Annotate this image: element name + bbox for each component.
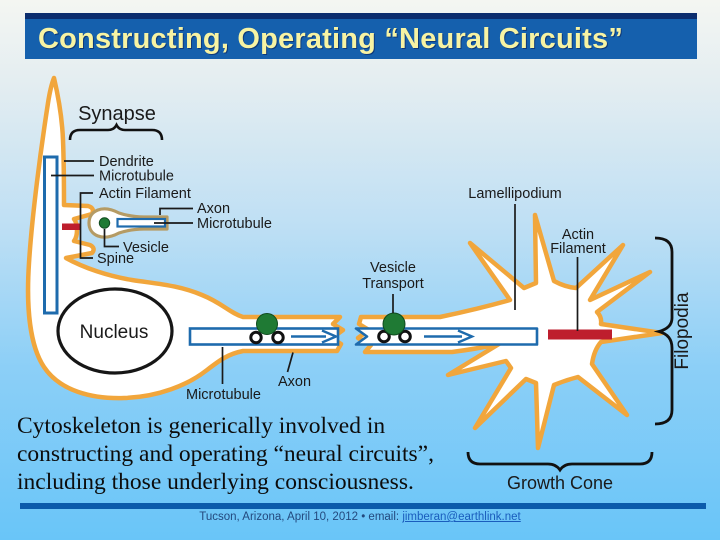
synapse-label: Synapse xyxy=(78,103,156,125)
spine-actin-filament-bar xyxy=(62,223,81,230)
vesicle-circle xyxy=(98,217,111,229)
axon-microtubule-label: Microtubule xyxy=(186,387,261,403)
vesicle-transport-label-line2: Transport xyxy=(362,276,424,292)
dendrite-microtubule-rect xyxy=(43,155,59,315)
caption-line-1: Cytoskeleton is generically involved in xyxy=(17,413,386,439)
nucleus-ellipse xyxy=(56,287,174,375)
actin-spine-pointer-line xyxy=(79,192,93,259)
actin-filament-spine-label: Actin Filament xyxy=(99,186,191,202)
dendrite-microtubule-label: Microtubule xyxy=(99,169,174,185)
footer-email-link[interactable]: jimberan@earthlink.net xyxy=(402,511,521,523)
caption: Cytoskeleton is generically involved in … xyxy=(17,412,497,496)
growth-cone-label: Growth Cone xyxy=(507,473,613,493)
vesicle-pointer-line xyxy=(103,229,119,248)
vesicle-label: Vesicle xyxy=(123,240,169,256)
footer: Tucson, Arizona, April 10, 2012 • email:… xyxy=(0,511,720,523)
motor-wheel xyxy=(398,329,412,344)
motor-wheel xyxy=(271,330,285,345)
axon-label: Axon xyxy=(278,374,311,390)
vesicle-circle xyxy=(382,312,406,336)
growth-cone-actin-filament-bar xyxy=(548,329,612,340)
title-bar: Constructing, Operating “Neural Circuits… xyxy=(25,13,697,59)
axon-pointer-line xyxy=(286,352,294,373)
footer-divider xyxy=(20,503,706,509)
lamellipodium-label: Lamellipodium xyxy=(468,186,562,202)
filopodia-label: Filopodia xyxy=(672,292,693,370)
actin-filament-gc-label-line2: Filament xyxy=(550,241,606,257)
caption-line-2: constructing and operating “neural circu… xyxy=(17,441,434,467)
axon-terminal-label-line1: Axon xyxy=(197,201,230,217)
nucleus-label: Nucleus xyxy=(80,322,149,343)
transport-arrow-right xyxy=(424,329,476,344)
footer-text: Tucson, Arizona, April 10, 2012 • email: xyxy=(199,511,400,523)
slide-title: Constructing, Operating “Neural Circuits… xyxy=(38,23,624,55)
caption-line-3: including those underlying consciousness… xyxy=(17,469,414,495)
motor-wheel xyxy=(249,330,263,345)
spine-label: Spine xyxy=(97,251,134,267)
synapse-brace xyxy=(68,122,164,141)
axon-terminal-pointer-line xyxy=(159,207,193,215)
axon-terminal-label-line2: Microtubule xyxy=(197,216,272,232)
dendrite-label: Dendrite xyxy=(99,154,154,170)
transport-arrow-left xyxy=(291,329,340,344)
motor-wheel xyxy=(377,329,391,344)
vesicle-transport-label-line1: Vesicle xyxy=(370,260,416,276)
growth-cone-brace xyxy=(466,451,654,473)
actin-filament-gc-label-line1: Actin xyxy=(562,227,594,243)
vesicle-circle xyxy=(256,313,278,335)
filopodia-brace xyxy=(653,236,674,426)
